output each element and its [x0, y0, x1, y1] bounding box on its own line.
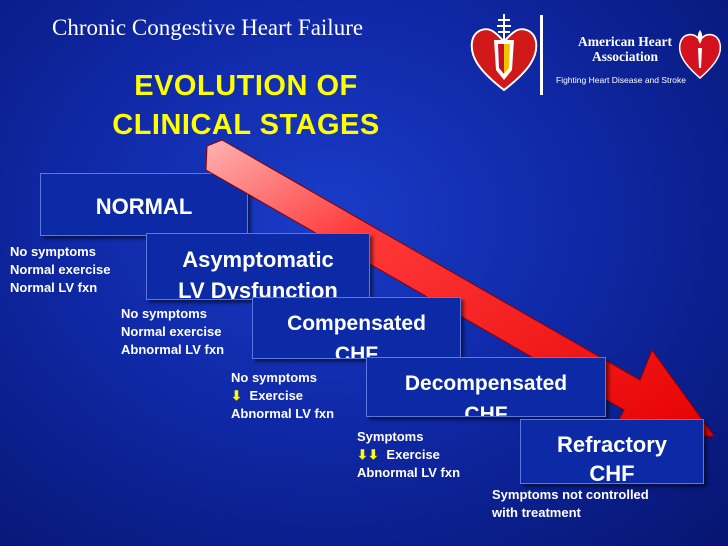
stage-asymptomatic-line2: LV Dysfunction [178, 278, 338, 300]
note-line-exercise: ⬇ Exercise [231, 387, 334, 405]
stage-normal: NORMAL [40, 173, 248, 236]
note-asymptomatic: No symptoms Normal exercise Abnormal LV … [121, 305, 224, 359]
stage-compensated: Compensated CHF [252, 297, 461, 359]
main-title-line1: EVOLUTION OF [134, 70, 358, 102]
main-title: EVOLUTION OF CLINICAL STAGES [66, 67, 426, 145]
down-arrow-icon: ⬇ [231, 388, 242, 403]
heart-logo-icon [470, 14, 538, 92]
header-title: Chronic Congestive Heart Failure [52, 15, 364, 40]
note-line: Symptoms not controlled [492, 487, 649, 502]
note-line: No symptoms [231, 370, 317, 385]
note-line: No symptoms [10, 244, 96, 259]
note-normal: No symptoms Normal exercise Normal LV fx… [10, 243, 110, 297]
note-line: with treatment [492, 505, 581, 520]
stage-decompensated-line2: CHF [464, 403, 508, 417]
main-title-line2: CLINICAL STAGES [112, 109, 380, 141]
note-line: No symptoms [121, 306, 207, 321]
note-line-exercise: ⬇⬇ Exercise [357, 446, 460, 464]
note-line: Normal LV fxn [10, 280, 98, 295]
note-line: Abnormal LV fxn [121, 342, 225, 357]
logo-area [468, 10, 722, 96]
stage-compensated-line2: CHF [334, 343, 379, 359]
stage-asymptomatic-line1: Asymptomatic [182, 247, 334, 272]
stage-refractory-line2: CHF [589, 461, 635, 484]
stage-decompensated-line1: Decompensated [404, 372, 568, 395]
logo-divider [540, 15, 543, 95]
double-down-arrow-icon: ⬇⬇ [357, 447, 379, 462]
stage-normal-label: NORMAL [95, 194, 193, 219]
note-line: Abnormal LV fxn [231, 406, 335, 421]
aha-heart-torch-icon [678, 30, 722, 79]
stage-compensated-line1: Compensated [287, 312, 426, 335]
note-compensated: No symptoms ⬇ Exercise Abnormal LV fxn [231, 369, 334, 423]
note-line: Normal exercise [10, 262, 111, 277]
stage-asymptomatic: Asymptomatic LV Dysfunction [146, 233, 370, 300]
note-decompensated: Symptoms ⬇⬇ Exercise Abnormal LV fxn [357, 428, 460, 482]
stage-refractory: Refractory CHF [520, 419, 704, 484]
note-exercise-label: Exercise [249, 388, 304, 403]
note-exercise-label: Exercise [386, 447, 440, 462]
aha-name: American Heart Association [577, 34, 673, 64]
stage-decompensated: Decompensated CHF [366, 357, 606, 417]
stage-refractory-line1: Refractory [556, 432, 668, 457]
aha-tagline: Fighting Heart Disease and Stroke [556, 75, 686, 85]
note-line: Abnormal LV fxn [357, 465, 461, 480]
note-refractory: Symptoms not controlled with treatment [492, 486, 649, 522]
note-line: Symptoms [357, 429, 424, 444]
note-line: Normal exercise [121, 324, 222, 339]
